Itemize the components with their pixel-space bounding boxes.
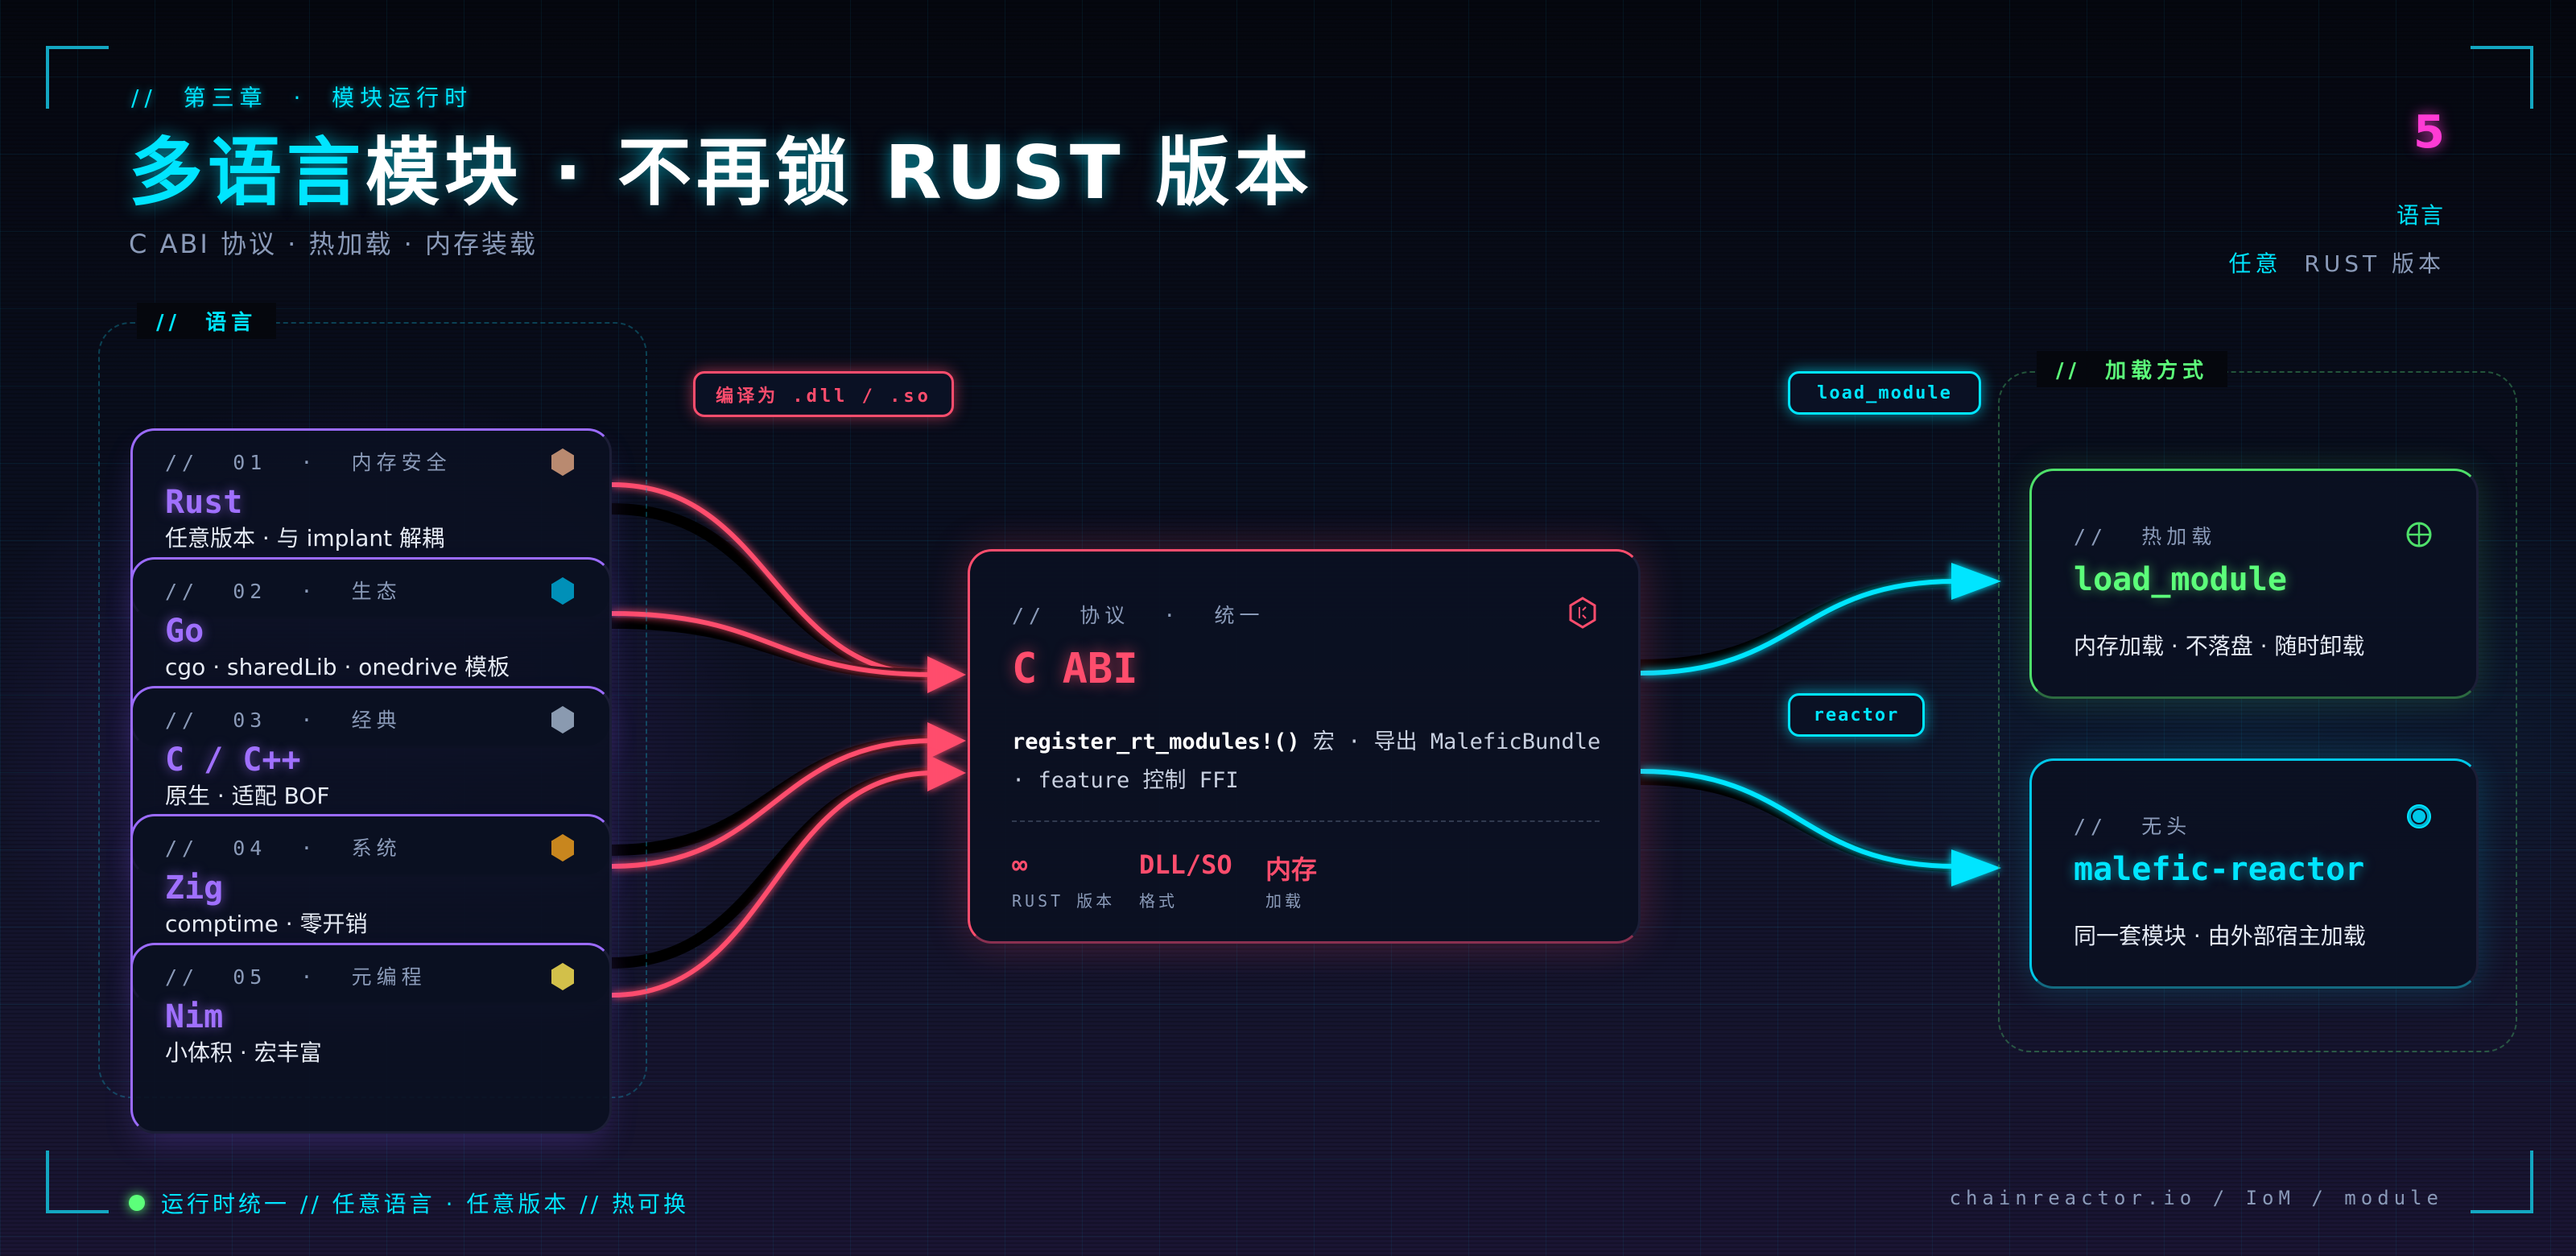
load-module-card-title: load_module bbox=[2074, 561, 2287, 598]
language-name: Zig bbox=[165, 870, 224, 907]
language-name: Rust bbox=[165, 484, 243, 521]
language-desc: 原生 · 适配 BOF bbox=[165, 783, 330, 809]
reactor-arrow-shadow bbox=[1640, 774, 1957, 872]
loading-panel-label: // 加载方式 bbox=[2037, 351, 2228, 387]
language-count-label: 语言 bbox=[2396, 202, 2445, 229]
hexagon-icon bbox=[551, 577, 574, 605]
language-count: 5 bbox=[2413, 106, 2445, 159]
compile-arrowhead-3 bbox=[927, 754, 966, 791]
footer-source: chainreactor.io / IoM / module bbox=[1949, 1187, 2443, 1209]
title-highlight: 多语言 bbox=[129, 130, 366, 216]
reactor-arrowhead bbox=[1951, 849, 2001, 886]
language-desc: 任意版本 · 与 implant 解耦 bbox=[165, 525, 444, 552]
c-abi-card: // 协议 · 统一 C ABI register_rt_modules!() … bbox=[968, 549, 1641, 944]
language-card-nim: // 05 · 元编程 Nim 小体积 · 宏丰富 bbox=[130, 943, 612, 1134]
corner-bracket-bottom-right bbox=[2471, 1151, 2533, 1213]
stat-label-rust-version: RUST 版本 bbox=[1012, 891, 1116, 911]
load-module-card: // 热加载 load_module 内存加载 · 不落盘 · 随时卸载 bbox=[2029, 469, 2479, 699]
corner-bracket-top-left bbox=[46, 46, 109, 109]
malefic-reactor-card-title: malefic-reactor bbox=[2074, 851, 2365, 888]
abi-card-desc-line2: · feature 控制 FFI bbox=[1012, 768, 1239, 793]
status-dot bbox=[129, 1195, 145, 1211]
abi-card-desc-line1: register_rt_modules!() 宏 · 导出 MaleficBun… bbox=[1012, 724, 1600, 755]
compile-arrow-3 bbox=[611, 738, 935, 869]
language-card-label: // 01 · 内存安全 bbox=[165, 451, 452, 474]
divider bbox=[1012, 820, 1600, 822]
page-title: 多语言模块 · 不再锁 RUST 版本 bbox=[129, 113, 1314, 220]
load-module-card-label: // 热加载 bbox=[2074, 525, 2217, 548]
edge-tag-reactor: reactor bbox=[1788, 693, 1925, 737]
stat-value-rust-version: ∞ bbox=[1012, 849, 1028, 880]
language-desc: comptime · 零开销 bbox=[165, 911, 368, 937]
language-card-label: // 04 · 系统 bbox=[165, 837, 402, 860]
hexagon-icon bbox=[551, 834, 574, 861]
language-name: C / C++ bbox=[165, 742, 301, 779]
language-card-label: // 02 · 生态 bbox=[165, 580, 402, 603]
language-desc: cgo · sharedLib · onedrive 模板 bbox=[165, 654, 510, 680]
crosshair-icon bbox=[2406, 522, 2432, 547]
page-subtitle: C ABI 协议 · 热加载 · 内存装载 bbox=[129, 229, 539, 259]
malefic-reactor-card-label: // 无头 bbox=[2074, 815, 2192, 838]
malefic-reactor-card: // 无头 malefic-reactor 同一套模块 · 由外部宿主加载 bbox=[2029, 758, 2479, 989]
hexagon-chip-icon bbox=[1569, 597, 1596, 629]
load-module-card-desc: 内存加载 · 不落盘 · 随时卸载 bbox=[2074, 633, 2365, 659]
stat-label-loading: 加载 bbox=[1265, 891, 1304, 911]
abi-card-title: C ABI bbox=[1012, 645, 1138, 693]
stat-label-format: 格式 bbox=[1139, 891, 1178, 911]
macro-name: register_rt_modules!() bbox=[1012, 729, 1300, 754]
language-card-label: // 03 · 经典 bbox=[165, 709, 402, 732]
target-dot-icon bbox=[2407, 804, 2431, 828]
languages-panel-label: // 语言 bbox=[137, 303, 277, 339]
stat-value-loading: 内存 bbox=[1265, 854, 1318, 885]
chapter-eyebrow: // 第三章 · 模块运行时 bbox=[131, 85, 473, 111]
hexagon-icon bbox=[551, 448, 574, 476]
compile-tag: 编译为 .dll / .so bbox=[693, 371, 954, 417]
compile-arrow-1 bbox=[611, 482, 935, 677]
compile-arrow-4 bbox=[611, 771, 935, 998]
corner-bracket-bottom-left bbox=[46, 1151, 109, 1213]
corner-bracket-top-right bbox=[2471, 46, 2533, 109]
footer-tagline: 运行时统一 // 任意语言 · 任意版本 // 热可换 bbox=[161, 1191, 690, 1217]
compile-arrow-3-shadow bbox=[611, 735, 935, 856]
version-note-highlight: 任意 bbox=[2228, 250, 2282, 277]
load-arrowhead bbox=[1951, 563, 2001, 600]
language-name: Nim bbox=[165, 998, 224, 1035]
compile-arrowhead-2 bbox=[927, 722, 966, 759]
abi-card-label: // 协议 · 统一 bbox=[1012, 604, 1265, 627]
stat-value-format: DLL/SO bbox=[1139, 849, 1232, 880]
reactor-arrow bbox=[1640, 769, 1957, 869]
hexagon-icon bbox=[551, 706, 574, 733]
version-note-rest: RUST 版本 bbox=[2281, 250, 2445, 277]
language-card-label: // 05 · 元编程 bbox=[165, 965, 427, 989]
compile-arrowhead-1 bbox=[927, 656, 966, 693]
version-note: 任意 RUST 版本 bbox=[2228, 246, 2445, 279]
language-desc: 小体积 · 宏丰富 bbox=[165, 1039, 322, 1066]
compile-arrow-2 bbox=[611, 611, 935, 677]
hexagon-icon bbox=[551, 963, 574, 990]
load-arrow bbox=[1640, 579, 1957, 676]
load-arrow-shadow bbox=[1640, 576, 1957, 671]
language-name: Go bbox=[165, 613, 204, 650]
edge-tag-load-module: load_module bbox=[1788, 371, 1981, 415]
loading-panel bbox=[1998, 371, 2517, 1052]
malefic-reactor-card-desc: 同一套模块 · 由外部宿主加载 bbox=[2074, 923, 2366, 949]
title-rest: 模块 · 不再锁 RUST 版本 bbox=[365, 130, 1314, 216]
desc-line1-rest: 宏 · 导出 MaleficBundle bbox=[1299, 729, 1601, 754]
